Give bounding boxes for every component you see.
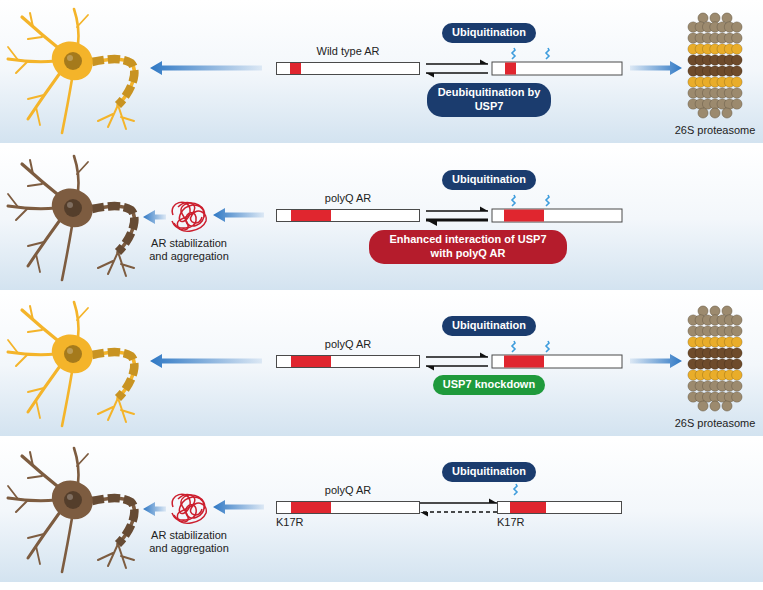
protein-label: polyQ AR	[277, 192, 419, 205]
equilibrium-arrow	[426, 356, 488, 357]
ubiquitin-chain	[512, 195, 515, 206]
process-pill: Deubiquitination by USP7	[427, 83, 551, 117]
pill-text: Enhanced interaction of USP7 with polyQ …	[389, 233, 546, 259]
ubiquitin-chain	[546, 195, 549, 206]
polyq-segment	[504, 210, 544, 222]
ar-protein-bar: Wild type AR	[276, 62, 420, 75]
degenerating-neuron	[8, 448, 134, 572]
degenerating-neuron	[8, 156, 134, 280]
ubiquitin-chain	[514, 484, 517, 495]
pill-text: USP7 knockdown	[443, 378, 535, 390]
polyq-segment	[510, 502, 546, 513]
healthy-neuron	[8, 9, 134, 133]
panel-illustration	[8, 302, 742, 426]
ubiquitin-chain	[546, 48, 549, 59]
panel-illustration	[8, 448, 517, 572]
ar-protein-bar: polyQ AR	[276, 355, 420, 368]
panel-illustration	[8, 9, 742, 133]
ubiquitin-chain	[512, 48, 515, 59]
ar-protein-bar	[492, 62, 622, 75]
ubiquitin-chain	[512, 341, 515, 352]
equilibrium-arrow	[426, 63, 488, 64]
flow-arrow	[143, 210, 166, 224]
panel-illustration	[8, 156, 622, 280]
process-pill: Ubiquitination	[442, 316, 536, 336]
ar-protein-bar: K17R	[497, 501, 622, 514]
equilibrium-arrow	[426, 219, 488, 222]
polyq-segment	[505, 63, 516, 75]
mutation-label: K17R	[497, 516, 525, 529]
equilibrium-arrow	[426, 365, 488, 366]
outcome-label: AR stabilization and aggregation	[141, 237, 237, 263]
polyq-segment	[290, 63, 301, 74]
flow-arrow	[150, 61, 262, 75]
panel-background	[0, 0, 763, 143]
ar-protein-bar	[492, 209, 622, 222]
equilibrium-arrow	[426, 210, 488, 211]
flow-arrow	[630, 354, 682, 368]
flow-arrow	[213, 500, 264, 514]
equilibrium-arrow	[426, 72, 488, 73]
protein-label: polyQ AR	[277, 338, 419, 351]
process-pill: Ubiquitination	[442, 23, 536, 43]
pill-text: Ubiquitination	[452, 173, 526, 185]
polyq-segment	[504, 356, 544, 368]
pill-text: Ubiquitination	[452, 26, 526, 38]
ar-protein-bar	[492, 355, 622, 368]
panel-background	[0, 293, 763, 436]
flow-arrow	[630, 61, 682, 75]
pill-text: Deubiquitination by USP7	[438, 86, 541, 112]
proteasome	[688, 13, 742, 118]
protein-label: polyQ AR	[277, 484, 419, 497]
protein-aggregate	[172, 202, 206, 231]
equilibrium-arrow	[420, 511, 497, 512]
mutation-label: K17R	[276, 516, 304, 529]
pill-text: Ubiquitination	[452, 319, 526, 331]
ubiquitin-chain	[546, 341, 549, 352]
ar-protein-bar: polyQ AR	[276, 209, 420, 222]
panel-background	[0, 147, 763, 290]
pill-text: Ubiquitination	[452, 465, 526, 477]
process-pill: Ubiquitination	[442, 462, 536, 482]
flow-arrow	[150, 354, 262, 368]
proteasome	[688, 306, 742, 411]
protein-aggregate	[172, 494, 206, 523]
proteasome-label: 26S proteasome	[660, 417, 763, 430]
equilibrium-arrow	[420, 502, 497, 503]
flow-arrow	[213, 208, 264, 222]
panel-background	[0, 439, 763, 582]
protein-label: Wild type AR	[277, 45, 419, 58]
polyq-segment	[291, 502, 331, 513]
process-pill: Enhanced interaction of USP7 with polyQ …	[369, 230, 567, 264]
process-pill: USP7 knockdown	[433, 375, 545, 395]
outcome-label: AR stabilization and aggregation	[141, 529, 237, 555]
process-pill: Ubiquitination	[442, 170, 536, 190]
proteasome-label: 26S proteasome	[660, 124, 763, 137]
polyq-segment	[291, 356, 331, 367]
ar-protein-bar: polyQ ARK17R	[276, 501, 420, 514]
healthy-neuron	[8, 302, 134, 426]
polyq-segment	[291, 210, 331, 221]
flow-arrow	[143, 502, 166, 516]
